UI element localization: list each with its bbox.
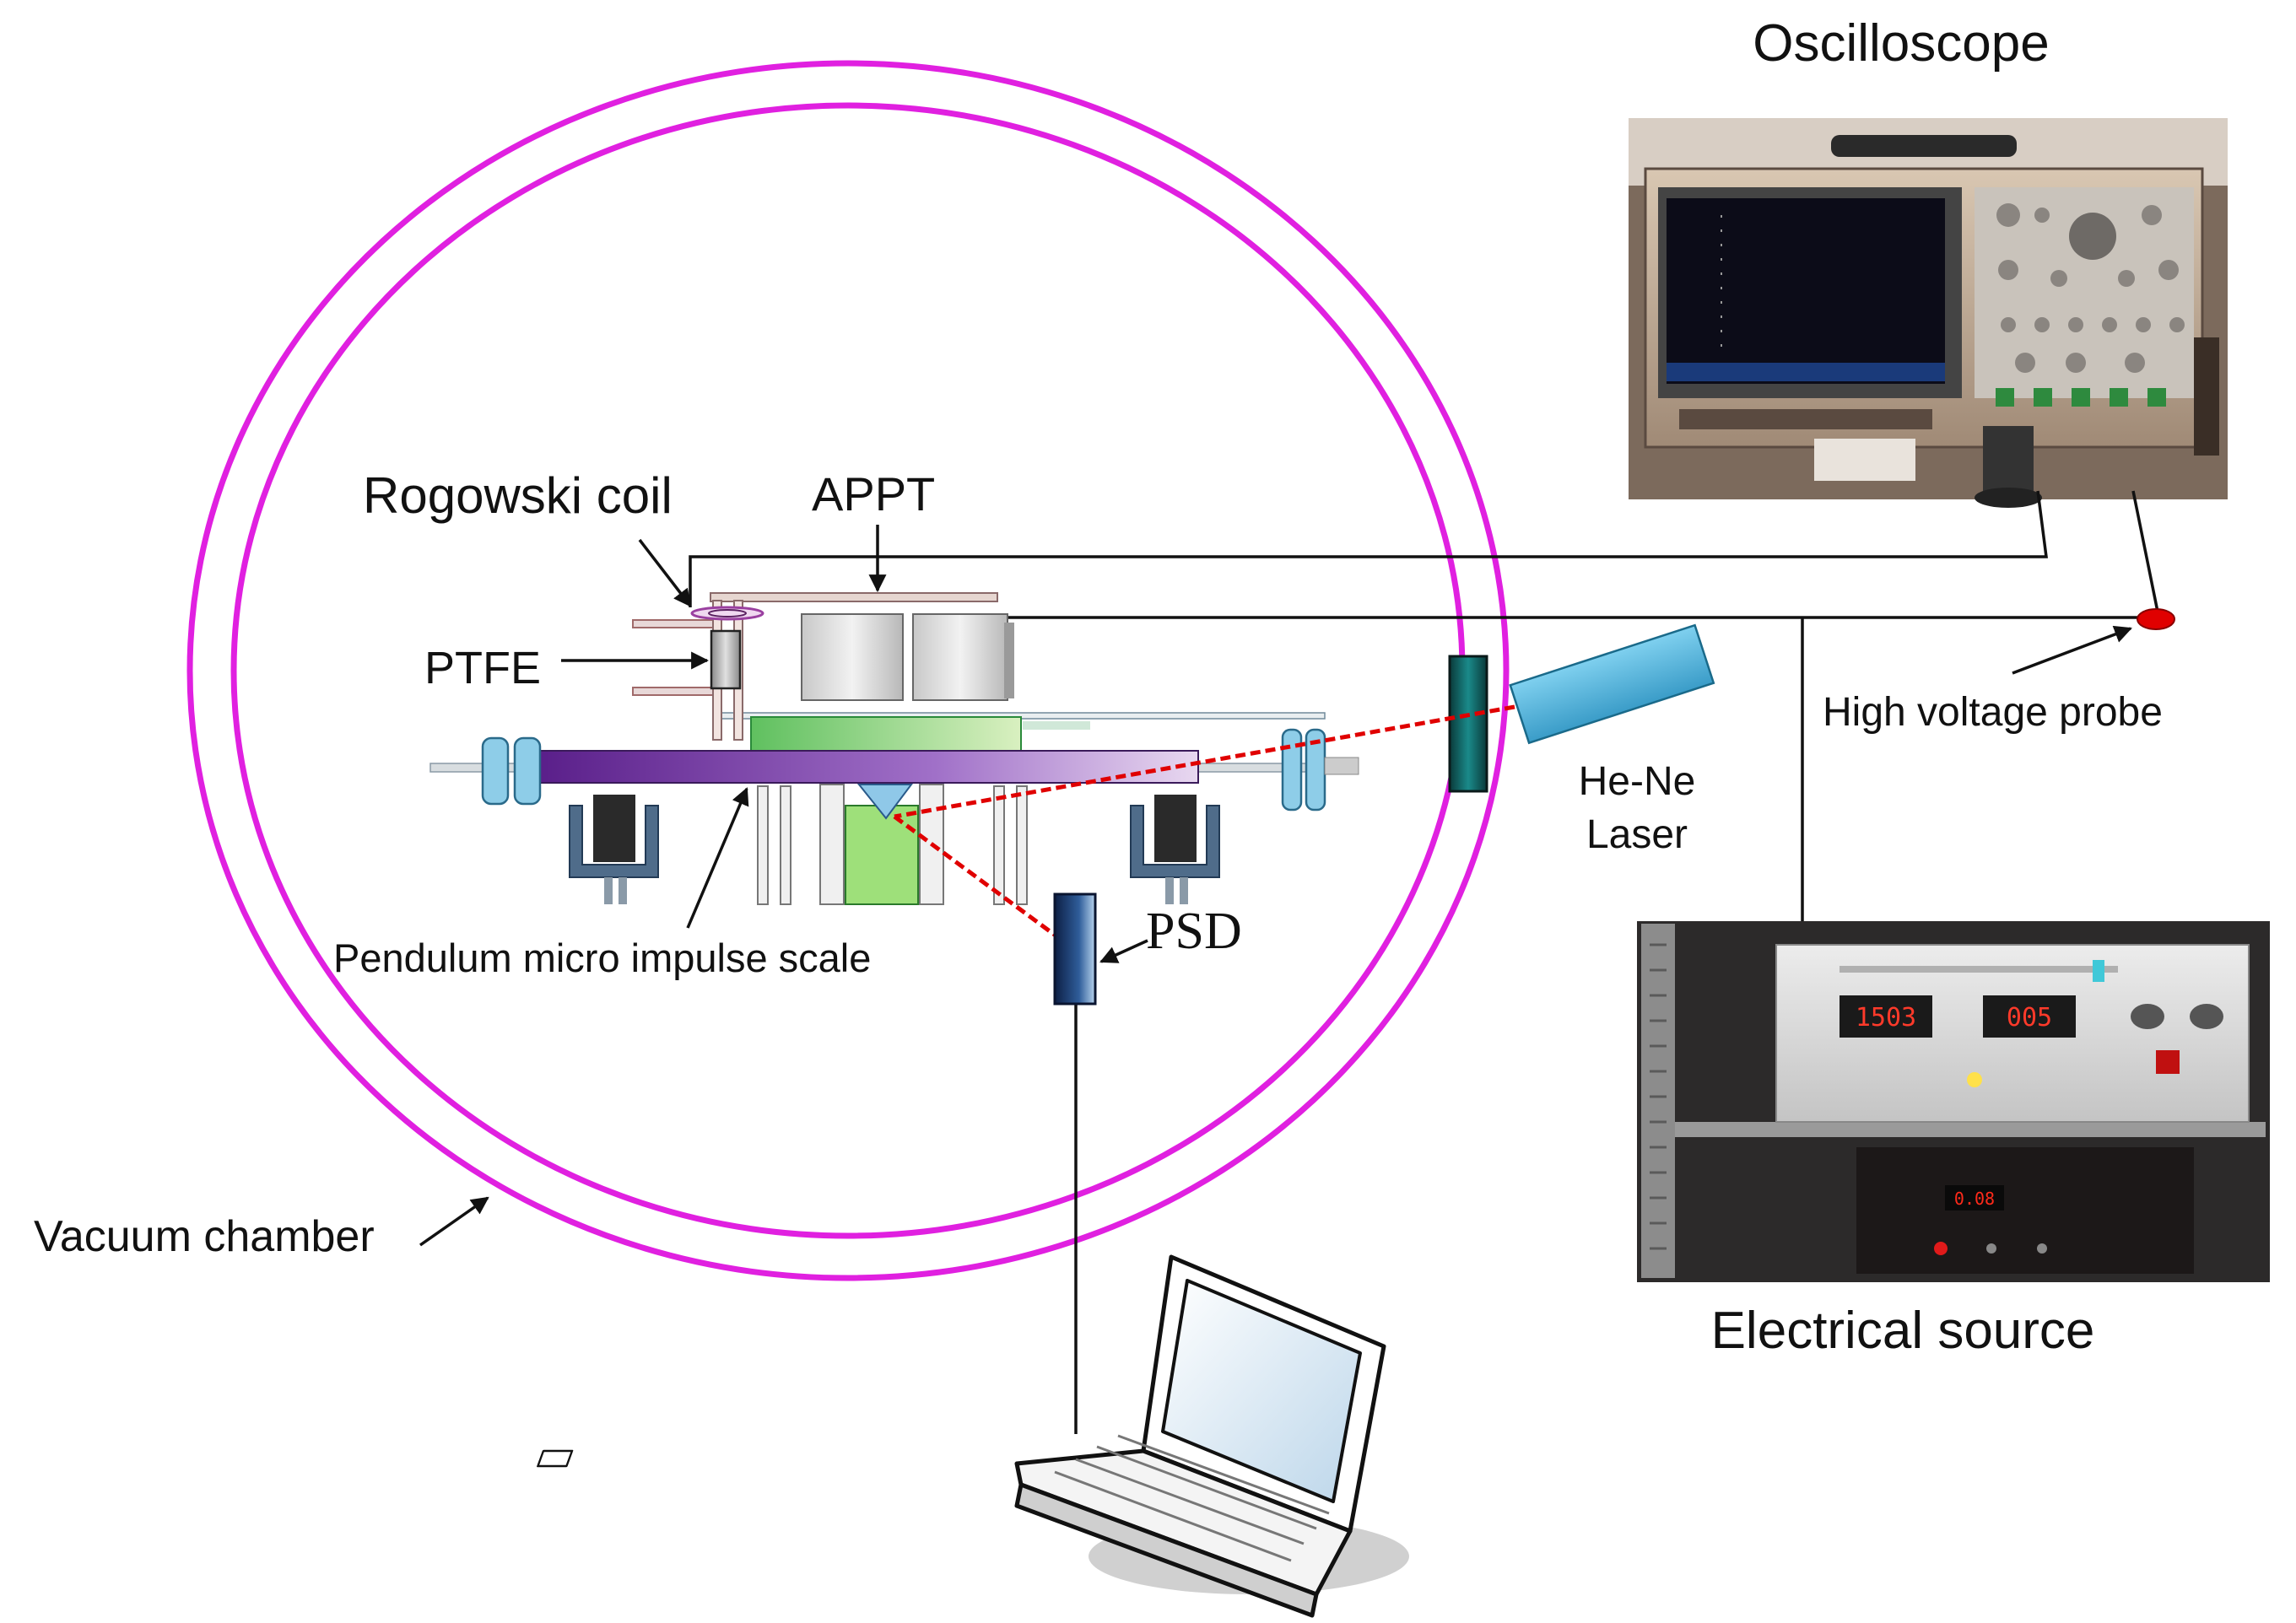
pendulum-micro-impulse-scale (429, 728, 1359, 905)
high-voltage-probe-arrow (2012, 625, 2132, 675)
high-voltage-probe-tip (2137, 608, 2175, 630)
psd-arrow (1099, 939, 1148, 963)
rogowski-coil-label: Rogowski coil (363, 467, 673, 524)
electrical-source-photo: 1503 005 0.08 (1637, 921, 2270, 1282)
rogowski-coil-arrow (638, 538, 692, 607)
rogowski-to-oscilloscope-wire (689, 490, 2048, 607)
laser-label-line1: He-Ne (1579, 759, 1696, 804)
appt-electrode-block-right (912, 613, 1008, 701)
laptop-icon (537, 1254, 1409, 1618)
pendulum-bar (539, 750, 1199, 784)
rogowski-coil (690, 606, 764, 621)
laser-beam-path (893, 704, 1515, 941)
ptfe-block (710, 629, 742, 690)
pendulum-mirror-support (845, 805, 919, 905)
electrical-source-label: Electrical source (1711, 1302, 2095, 1360)
source-lower-readout: 0.08 (1954, 1189, 1995, 1209)
high-voltage-probe-label: High voltage probe (1823, 690, 2163, 735)
appt-electrode-block-left (801, 613, 904, 701)
pendulum-scale-label: Pendulum micro impulse scale (333, 936, 871, 980)
probe-to-oscilloscope-wire (2131, 490, 2160, 617)
beam-detector-window (1448, 655, 1488, 793)
laser-label-line2: Laser (1586, 812, 1688, 857)
oscilloscope-screen (1667, 198, 1945, 384)
oscilloscope-photo (1629, 118, 2228, 508)
ptfe-label: PTFE (424, 643, 541, 693)
psd-label: PSD (1146, 903, 1242, 960)
vacuum-chamber-outer-wall (186, 60, 1510, 1281)
source-right-readout: 005 (2007, 1003, 2052, 1033)
appt-label: APPT (812, 467, 935, 520)
he-ne-laser (1509, 623, 1715, 745)
appt-base-plate (750, 716, 1022, 756)
pendulum-scale-arrow (686, 787, 749, 929)
vacuum-chamber-label: Vacuum chamber (34, 1212, 375, 1261)
oscilloscope-label: Oscilloscope (1753, 14, 2049, 73)
vacuum-chamber-arrow (419, 1196, 489, 1247)
appt-thruster (632, 592, 1326, 756)
psd-sensor (1053, 892, 1097, 1006)
source-left-readout: 1503 (1856, 1003, 1916, 1033)
signal-wiring (689, 490, 2160, 1434)
annotation-arrows (419, 525, 2132, 1247)
pendulum-mirror (856, 784, 913, 820)
